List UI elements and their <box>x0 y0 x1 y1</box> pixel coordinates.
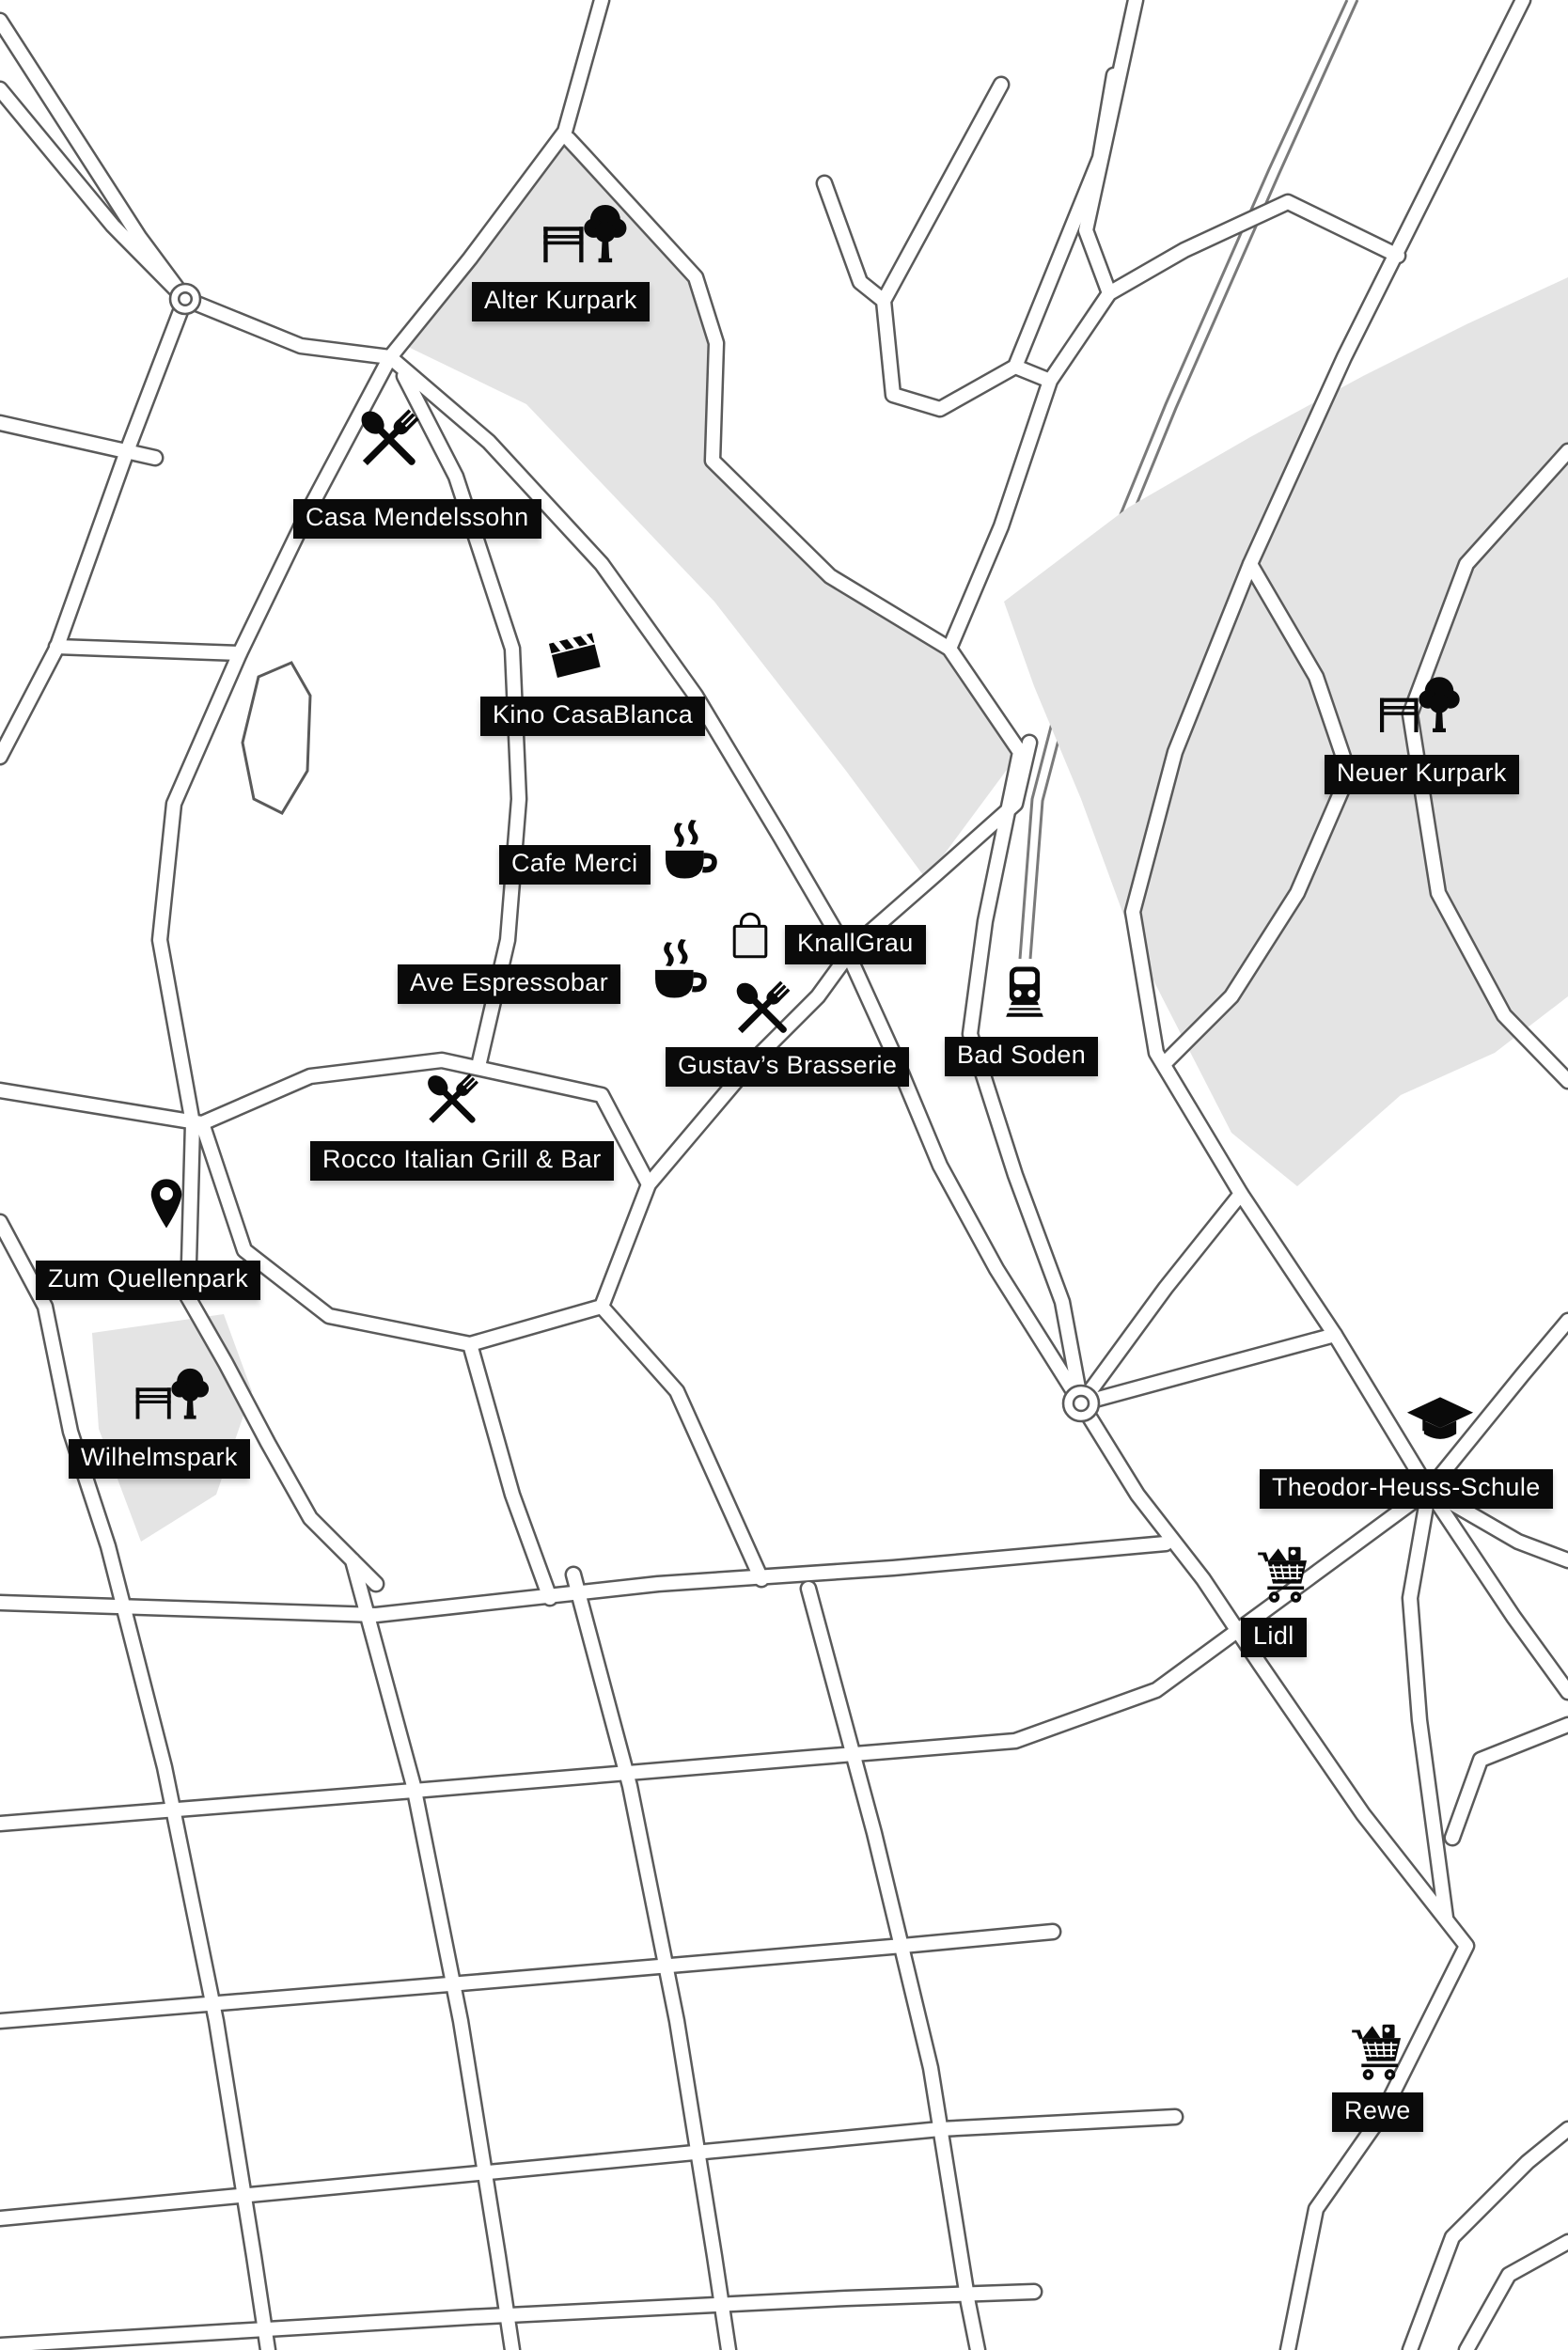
poi-label: Bad Soden <box>945 1037 1099 1076</box>
poi-label: KnallGrau <box>785 925 926 964</box>
restaurant-icon <box>418 1066 488 1136</box>
poi-label: Ave Espressobar <box>398 964 621 1004</box>
poi-label: Cafe Merci <box>499 845 651 885</box>
poi-label: Rocco Italian Grill & Bar <box>310 1141 614 1181</box>
park-wilhelmspark <box>92 1314 252 1542</box>
roundabouts <box>168 282 1101 1423</box>
park-icon <box>130 1365 214 1425</box>
train-icon <box>996 960 1054 1027</box>
poi-label: Theodor-Heuss-Schule <box>1260 1469 1553 1509</box>
park-alter-kurpark <box>406 139 1020 879</box>
poi-label: Kino CasaBlanca <box>480 697 706 736</box>
park-icon <box>1373 673 1466 739</box>
pin-icon <box>139 1168 194 1240</box>
pond-outline <box>241 661 312 815</box>
poi-label: Alter Kurpark <box>472 282 650 321</box>
cafe-icon <box>642 936 715 1010</box>
school-icon <box>1396 1388 1484 1462</box>
cafe-icon <box>652 817 726 890</box>
poi-label: Wilhelmspark <box>69 1439 250 1479</box>
cinema-icon <box>544 625 604 683</box>
restaurant-icon <box>351 400 430 479</box>
shopping-bag-icon <box>722 902 778 968</box>
cart-icon <box>1251 1542 1319 1609</box>
poi-label: Neuer Kurpark <box>1325 755 1519 794</box>
restaurant-icon <box>727 973 800 1046</box>
poi-label: Lidl <box>1241 1618 1307 1657</box>
poi-label: Casa Mendelssohn <box>293 499 541 539</box>
park-icon <box>537 200 633 270</box>
poi-label: Zum Quellenpark <box>36 1261 261 1300</box>
poi-label: Rewe <box>1332 2092 1423 2132</box>
cart-icon <box>1345 2019 1413 2087</box>
poi-label: Gustav’s Brasserie <box>666 1047 910 1087</box>
